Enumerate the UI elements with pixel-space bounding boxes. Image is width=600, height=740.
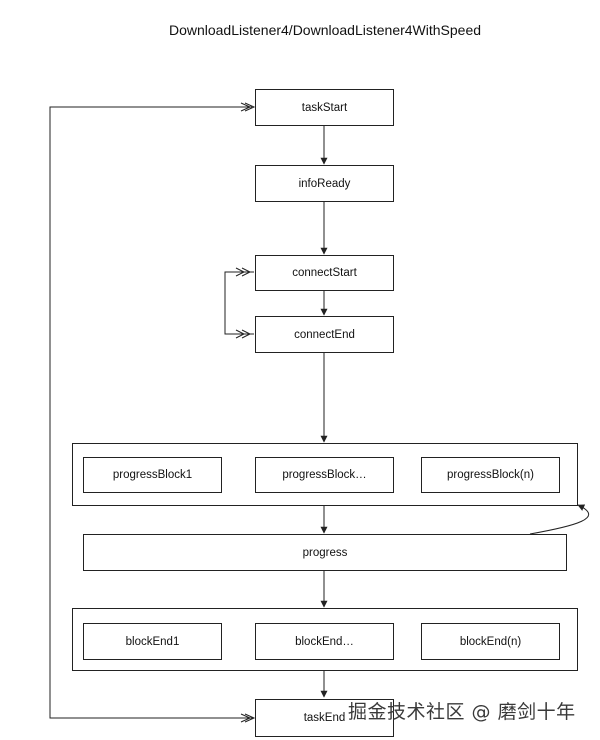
node-connect-end: connectEnd — [255, 316, 394, 353]
node-progress: progress — [83, 534, 567, 571]
node-block-end-mid: blockEnd… — [255, 623, 394, 660]
connect-loop-arrow-bottom — [235, 329, 252, 339]
loop-arrow-taskend — [240, 713, 256, 723]
node-progress-block-mid: progressBlock… — [255, 457, 394, 493]
loop-taskend-taskstart — [49, 106, 254, 719]
progress-blocks-group — [72, 443, 578, 506]
node-connect-start: connectStart — [255, 255, 394, 291]
node-task-start: taskStart — [255, 89, 394, 126]
node-block-end-1: blockEnd1 — [83, 623, 222, 660]
diagram-title: DownloadListener4/DownloadListener4WithS… — [168, 22, 482, 38]
node-progress-block-1: progressBlock1 — [83, 457, 222, 493]
node-info-ready: infoReady — [255, 165, 394, 202]
watermark-text: 掘金技术社区 @ 磨剑十年 — [348, 701, 576, 723]
loop-arrow-taskstart — [240, 102, 256, 112]
block-ends-group — [72, 608, 578, 671]
connect-loop-line — [224, 271, 254, 335]
connect-loop-arrow-top — [235, 267, 252, 277]
arrow-progress-loop — [529, 504, 590, 535]
node-block-end-n: blockEnd(n) — [421, 623, 560, 660]
node-task-end: taskEnd — [255, 699, 394, 737]
node-progress-block-n: progressBlock(n) — [421, 457, 560, 493]
